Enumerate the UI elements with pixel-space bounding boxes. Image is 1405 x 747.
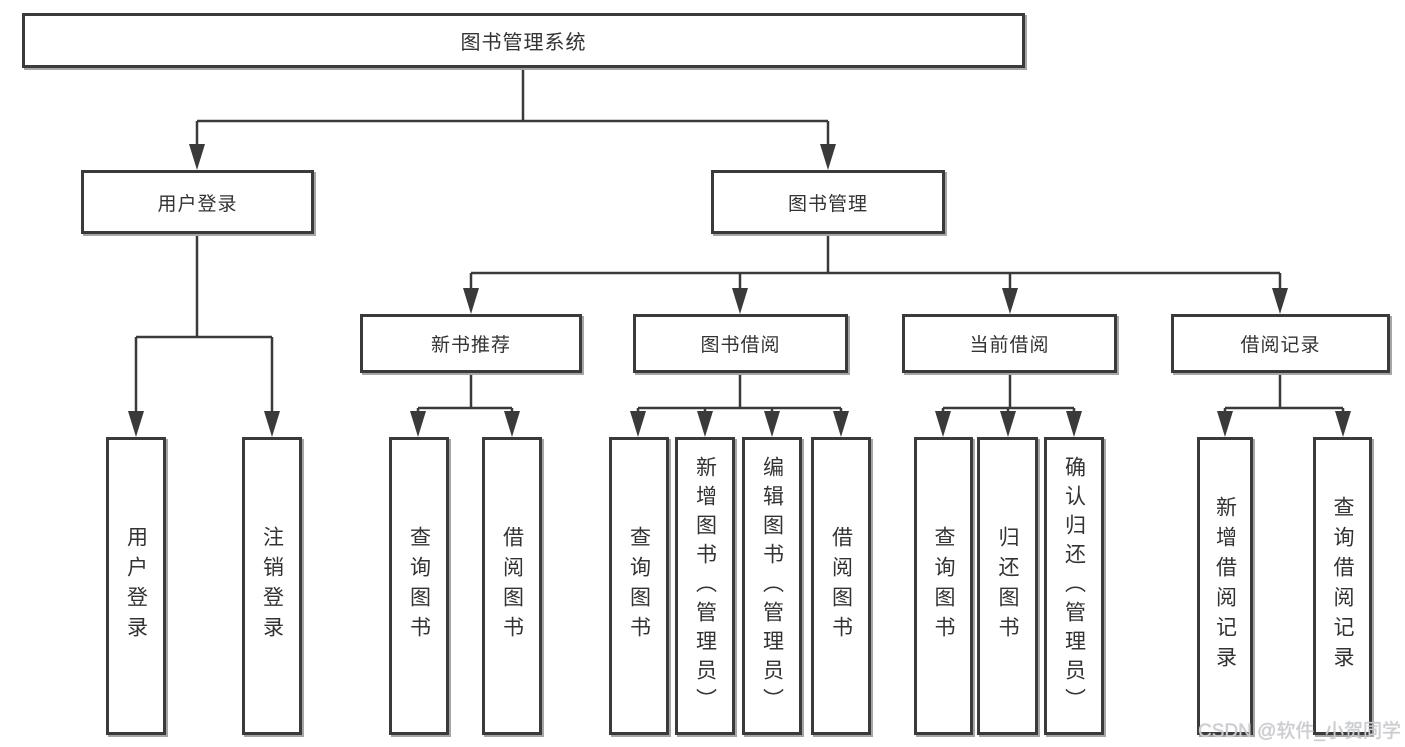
node-label: 查询图书 — [627, 526, 651, 646]
leaf-borrow-edit-books-admin: 编辑图书（管理员） — [742, 437, 802, 735]
leaf-current-return-books: 归还图书 — [977, 437, 1038, 735]
node-label: 图书管理 — [787, 193, 868, 215]
node-label: 确认归还（管理员） — [1062, 455, 1086, 717]
node-label: 新书推荐 — [430, 335, 511, 356]
node-book-borrow: 图书借阅 — [633, 314, 848, 373]
leaf-records-add-record: 新增借阅记录 — [1197, 437, 1253, 735]
node-label: 查询图书 — [932, 526, 955, 646]
node-label: 编辑图书（管理员） — [760, 455, 784, 717]
arrowheads — [128, 144, 1351, 437]
node-root: 图书管理系统 — [22, 13, 1025, 68]
leaf-borrow-borrow-books: 借阅图书 — [811, 437, 871, 735]
node-label: 用户登录 — [157, 193, 238, 215]
node-borrow-records: 借阅记录 — [1171, 314, 1390, 373]
leaf-current-confirm-return-admin: 确认归还（管理员） — [1044, 437, 1104, 735]
node-label: 新增借阅记录 — [1213, 496, 1237, 676]
node-label: 图书管理系统 — [460, 32, 587, 54]
node-user-login: 用户登录 — [81, 170, 314, 234]
node-label: 借阅图书 — [829, 526, 853, 646]
node-label: 注销登录 — [260, 526, 284, 646]
leaf-recommend-query-books: 查询图书 — [389, 437, 449, 735]
leaf-current-query-books: 查询图书 — [914, 437, 973, 735]
leaf-borrow-add-books-admin: 新增图书（管理员） — [675, 437, 735, 735]
node-label: 查询图书 — [407, 526, 431, 646]
node-label: 归还图书 — [996, 526, 1019, 646]
node-label: 借阅记录 — [1240, 335, 1321, 356]
node-label: 图书借阅 — [700, 335, 781, 356]
node-label: 查询借阅记录 — [1331, 496, 1354, 676]
node-label: 用户登录 — [124, 526, 148, 646]
node-current-borrow: 当前借阅 — [902, 314, 1117, 373]
watermark: CSDN @软件_小贺同学 — [1198, 721, 1401, 742]
node-label: 借阅图书 — [500, 526, 524, 646]
leaf-borrow-query-books: 查询图书 — [609, 437, 669, 735]
node-label: 新增图书（管理员） — [693, 455, 717, 717]
node-new-book-recommend: 新书推荐 — [360, 314, 582, 373]
node-label: 当前借阅 — [969, 335, 1050, 356]
node-book-management: 图书管理 — [711, 170, 945, 234]
leaf-logout: 注销登录 — [242, 437, 302, 735]
leaf-recommend-borrow-books: 借阅图书 — [482, 437, 542, 735]
leaf-records-query-record: 查询借阅记录 — [1313, 437, 1372, 735]
leaf-user-login: 用户登录 — [106, 437, 166, 735]
